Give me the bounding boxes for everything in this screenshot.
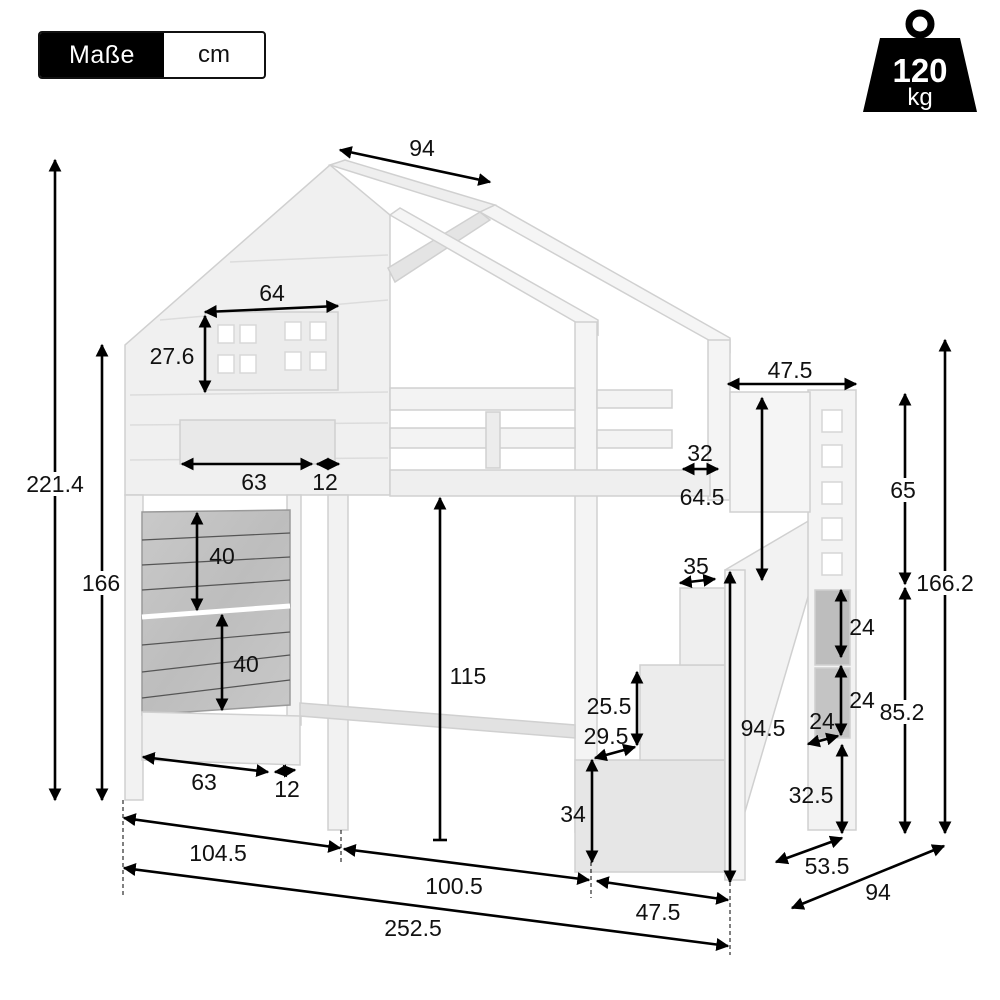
dim-stair-top-width: 47.5 — [767, 357, 813, 383]
dim-bed-left-height: 166 — [79, 570, 123, 596]
dim-rail-section-height: 65 — [888, 477, 918, 503]
bed-structure — [124, 159, 857, 881]
dim-stair-foot-height: 32.5 — [788, 782, 834, 808]
dim-upper-shelf-width: 63 — [241, 469, 267, 495]
dim-bottom-step-height: 34 — [560, 801, 586, 827]
dim-upper-shelf-depth: 12 — [312, 469, 338, 495]
dim-stair-post-height: 94.5 — [740, 715, 786, 741]
measurement-unit-badge: Maße cm — [38, 31, 266, 79]
dim-bed-depth: 94 — [865, 879, 891, 905]
dim-shelf-depth: 24 — [809, 708, 835, 734]
measure-label: Maße — [40, 33, 164, 77]
dim-lower-shelf-depth: 12 — [274, 776, 300, 802]
dim-window-height: 27.6 — [149, 343, 195, 369]
dim-step-width: 35 — [683, 553, 709, 579]
unit-label: cm — [198, 41, 230, 68]
dim-shelf-upper-height: 24 — [849, 614, 875, 640]
dim-roof-depth: 94 — [409, 135, 435, 161]
dim-middle-section-length: 100.5 — [425, 873, 483, 899]
dim-rail-gap: 32 — [687, 440, 713, 466]
dim-panel-upper-height: 40 — [209, 543, 235, 569]
max-load-badge: 120 kg — [855, 8, 985, 116]
dim-total-length: 252.5 — [384, 915, 442, 941]
extension-lines — [122, 800, 731, 955]
dim-under-bed-clearance: 115 — [449, 663, 487, 689]
dim-window-width: 64 — [259, 280, 285, 306]
max-load-unit: kg — [907, 84, 933, 111]
dim-step-depth: 29.5 — [583, 723, 629, 749]
max-load-value: 120 — [892, 52, 948, 89]
dim-lower-shelf-width: 63 — [191, 769, 217, 795]
dim-stair-height-right: 85.2 — [877, 699, 927, 725]
dim-right-total-height: 166.2 — [914, 570, 976, 596]
weight-icon — [863, 9, 977, 112]
dim-shelf-lower-height: 24 — [849, 687, 875, 713]
dim-panel-lower-height: 40 — [233, 651, 259, 677]
dim-stair-rail-height: 64.5 — [679, 484, 725, 510]
dim-step-rise: 25.5 — [586, 693, 632, 719]
dim-stair-depth: 53.5 — [804, 853, 850, 879]
dim-stair-length: 47.5 — [635, 899, 681, 925]
dim-total-height: 221.4 — [24, 471, 86, 497]
dim-left-section-length: 104.5 — [189, 840, 247, 866]
